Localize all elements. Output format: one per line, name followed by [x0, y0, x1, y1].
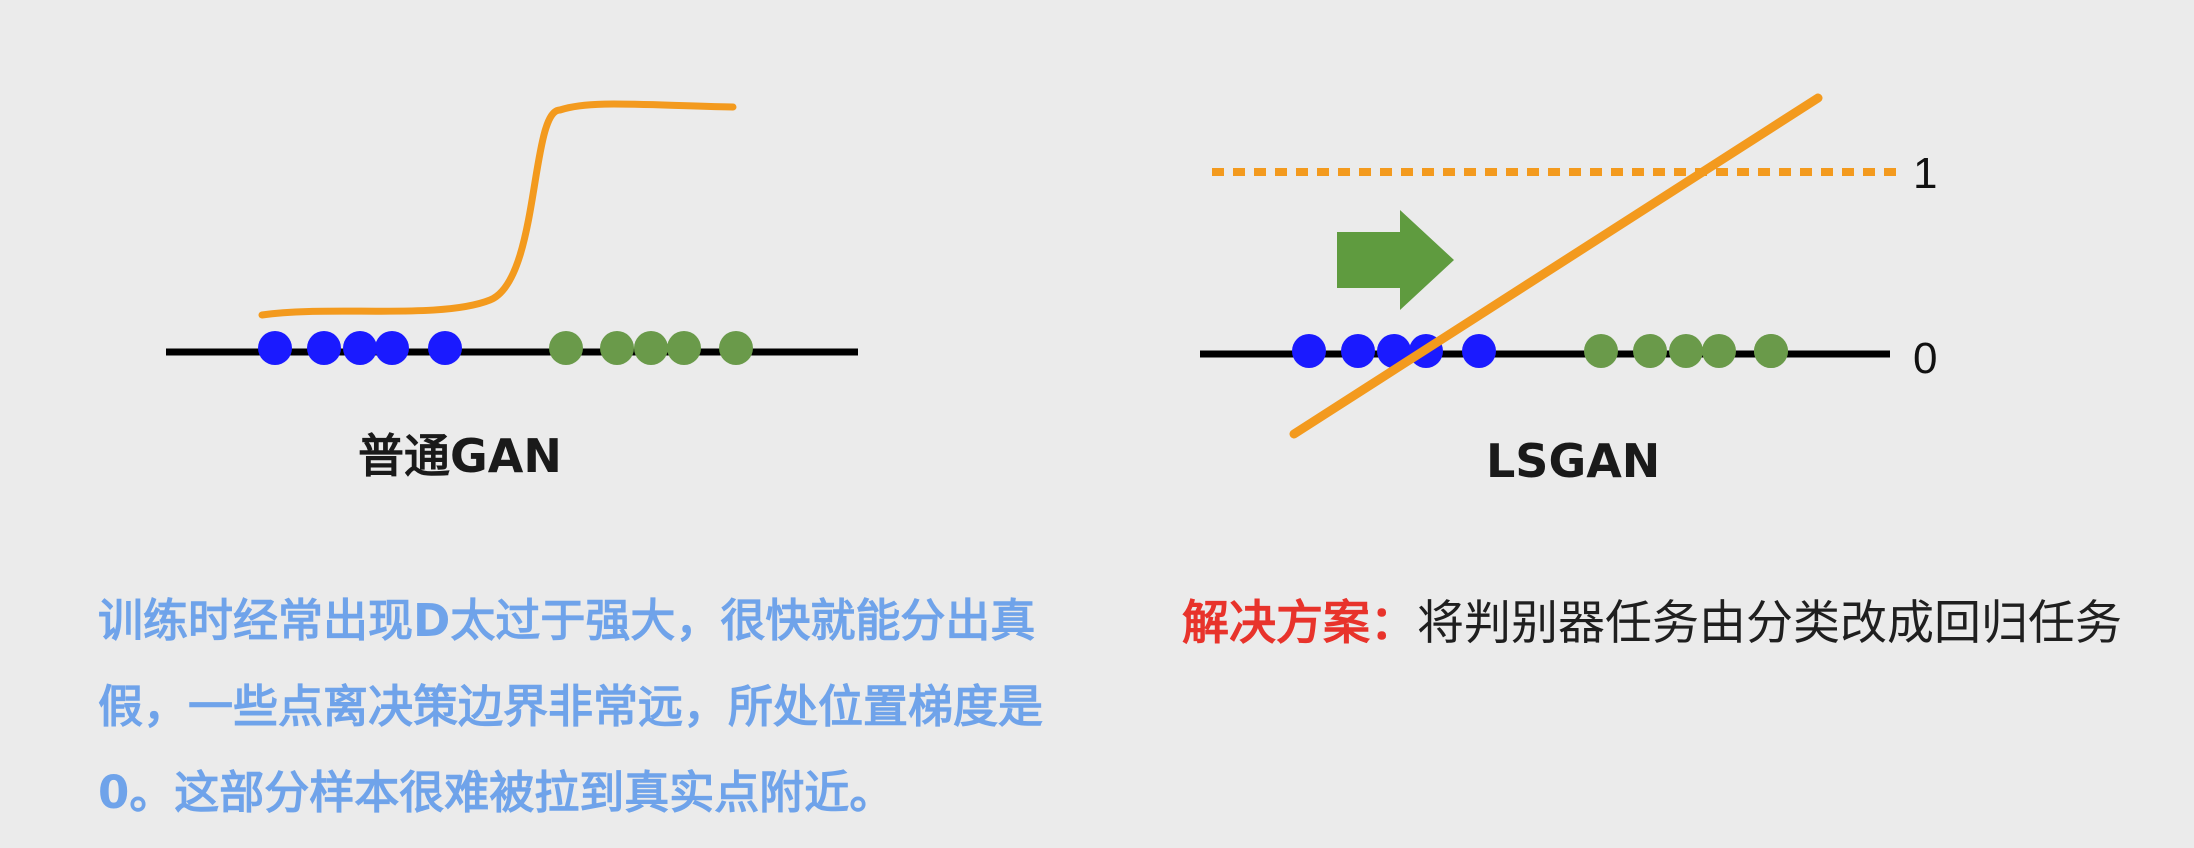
right-points	[1292, 334, 1788, 368]
real-sample-point	[667, 331, 701, 365]
solution: 解决方案：将判别器任务由分类改成回归任务	[1182, 584, 2122, 653]
left-panel	[166, 100, 858, 365]
level-one-label: 1	[1913, 149, 1937, 198]
real-sample-point	[1584, 334, 1618, 368]
real-sample-point	[1669, 334, 1703, 368]
real-sample-point	[549, 331, 583, 365]
left-points	[258, 331, 753, 365]
level-zero-label: 0	[1913, 334, 1937, 383]
regression-line	[1289, 93, 1823, 439]
problem-line-2: 假，一些点离决策边界非常远，所处位置梯度是	[98, 680, 1044, 733]
real-sample-point	[600, 331, 634, 365]
real-sample-point	[1633, 334, 1667, 368]
real-sample-point	[634, 331, 668, 365]
fake-sample-point	[343, 331, 377, 365]
fake-sample-point	[1292, 334, 1326, 368]
right-arrow-icon	[1337, 210, 1454, 310]
solution-text: 将判别器任务由分类改成回归任务	[1417, 596, 2122, 651]
problem-line-1: 训练时经常出现D太过于强大，很快就能分出真	[98, 594, 1036, 647]
fake-sample-point	[1341, 334, 1375, 368]
solution-label: 解决方案	[1182, 596, 1370, 651]
fake-sample-point	[258, 331, 292, 365]
right-caption: LSGAN	[1486, 434, 1661, 488]
left-caption: 普通GAN	[358, 429, 562, 483]
real-sample-point	[1754, 334, 1788, 368]
real-sample-point	[1702, 334, 1736, 368]
real-sample-point	[719, 331, 753, 365]
fake-sample-point	[1462, 334, 1496, 368]
problem-description: 训练时经常出现D太过于强大，很快就能分出真 假，一些点离决策边界非常远，所处位置…	[98, 578, 1158, 836]
right-panel: 1 0	[1200, 93, 1937, 439]
fake-sample-point	[307, 331, 341, 365]
fake-sample-point	[375, 331, 409, 365]
problem-line-3: 0。这部分样本很难被拉到真实点附近。	[98, 766, 895, 819]
fake-sample-point	[428, 331, 462, 365]
sigmoid-curve	[258, 100, 737, 319]
solution-colon: ：	[1370, 596, 1417, 651]
